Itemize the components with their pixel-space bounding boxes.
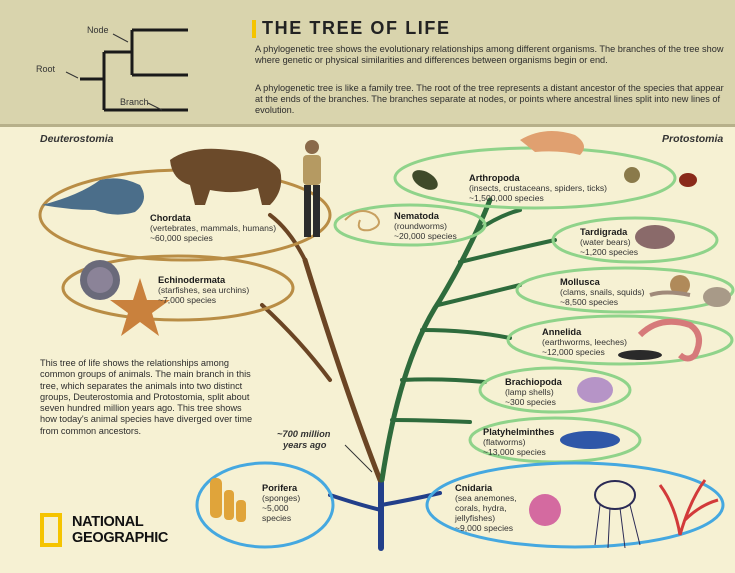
- protostome-branch: [382, 200, 490, 480]
- root-branch-porifera: [330, 495, 381, 510]
- flatworm-illustration: [560, 431, 620, 449]
- tardigrada-label: Tardigrada(water bears)~1,200 species: [580, 227, 638, 257]
- beetle-illustration: [409, 166, 441, 194]
- protostome-tardigrada: [460, 240, 555, 262]
- sponge-illustration: [210, 478, 246, 522]
- legend-branch-label: Branch: [120, 97, 149, 107]
- tick-illustration: [679, 173, 697, 187]
- legend-node-label: Node: [87, 25, 109, 35]
- spider-illustration: [624, 167, 640, 183]
- human-illustration: [303, 140, 321, 237]
- annelida-label: Annelida(earthworms, leeches)~12,000 spe…: [542, 327, 627, 357]
- echinodermata-label: Echinodermata(starfishes, sea urchins)~7…: [158, 275, 249, 305]
- deuterostomia-label: Deuterostomia: [40, 133, 114, 145]
- protostome-mollusca: [438, 285, 520, 305]
- cnidaria-label: Cnidaria(sea anemones,corals, hydra,jell…: [455, 483, 517, 533]
- sea-anemone-illustration: [529, 494, 561, 526]
- protostome-annelida: [422, 330, 510, 338]
- brachiopoda-label: Brachiopoda(lamp shells)~300 species: [505, 377, 562, 407]
- water-bear-illustration: [635, 225, 675, 249]
- chordata-label: Chordata(vertebrates, mammals, humans)~6…: [150, 213, 276, 243]
- nematoda-label: Nematoda(roundworms)~20,000 species: [394, 211, 457, 241]
- legend-root-label: Root: [36, 64, 55, 74]
- arthropoda-label: Arthropoda(insects, crustaceans, spiders…: [469, 173, 607, 203]
- protostome-platy: [392, 420, 470, 422]
- shrimp-illustration: [520, 131, 584, 155]
- clam-illustration: [703, 287, 731, 307]
- protostomia-label: Protostomia: [662, 133, 723, 145]
- deuterostome-echino: [262, 305, 330, 380]
- lamp-shell-illustration: [577, 377, 613, 403]
- stingray-illustration: [42, 178, 144, 214]
- mollusca-label: Mollusca(clams, snails, squids)~8,500 sp…: [560, 277, 645, 307]
- jellyfish-illustration: [595, 481, 635, 509]
- protostome-brachio: [402, 379, 485, 382]
- platyhelminthes-label: Platyhelminthes(flatworms)~13,000 specie…: [483, 427, 554, 457]
- tree-description: This tree of life shows the relationship…: [40, 358, 260, 437]
- logo-frame-icon: [40, 513, 62, 547]
- bear-illustration: [170, 149, 281, 205]
